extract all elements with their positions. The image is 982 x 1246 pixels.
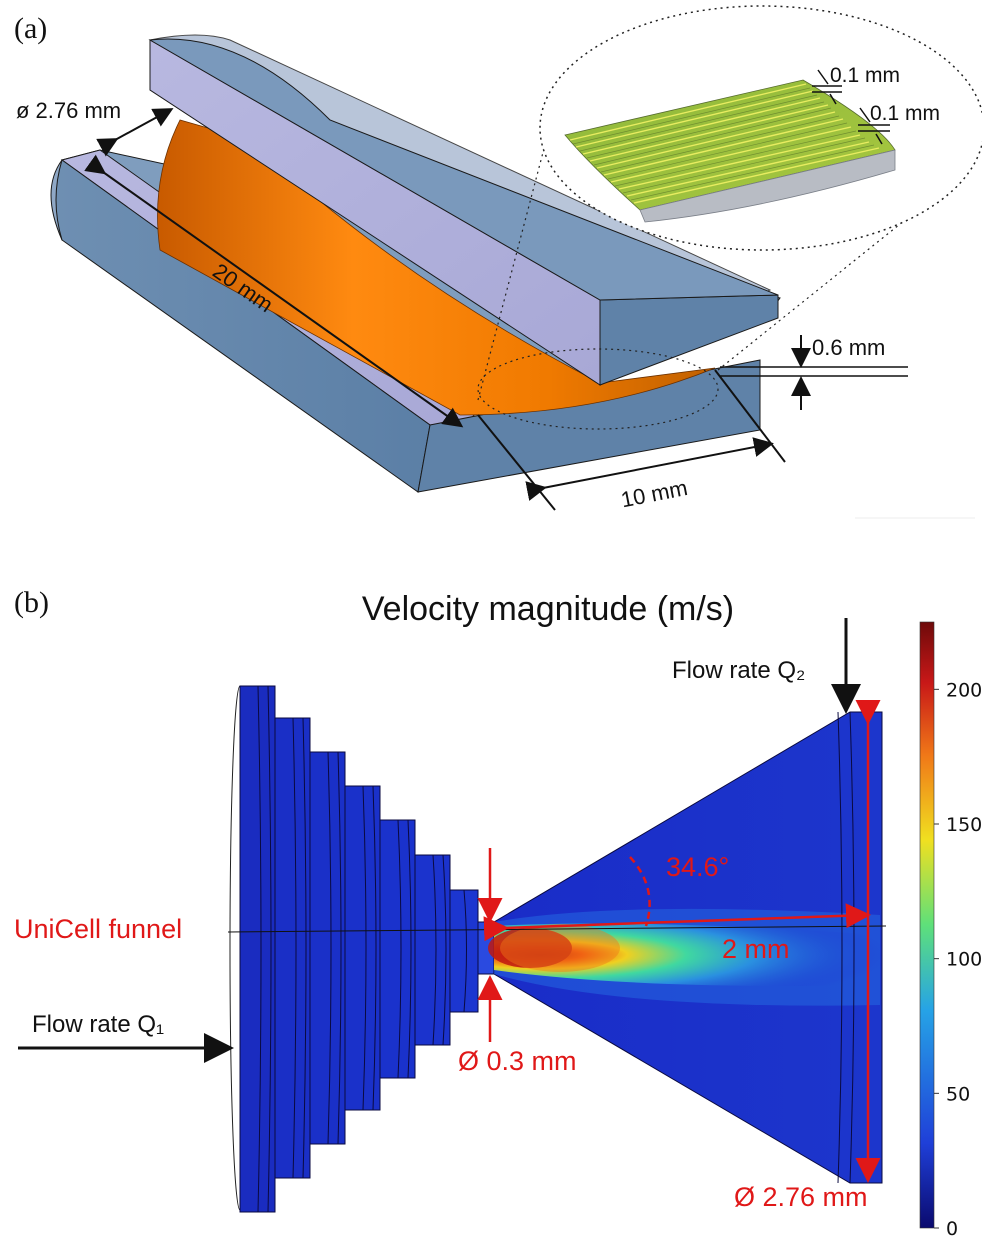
colorbar — [919, 621, 935, 1229]
zoom-guide-left — [477, 79, 563, 401]
colorbar-tick-label: 0 — [946, 1218, 958, 1240]
colorbar-tick-label: 50 — [946, 1083, 970, 1105]
zoom-source-ellipse — [477, 348, 719, 430]
panel-b-label: (b) — [14, 586, 49, 619]
panel-a: (a) 20 mm ø 2.76 mm — [14, 5, 982, 519]
gap-dimension-label: 0.6 mm — [812, 335, 885, 360]
outlet-cone — [488, 711, 883, 1184]
colorbar-tick-label: 100 — [946, 949, 982, 971]
width-dimension-label: 10 mm — [619, 475, 690, 512]
panel-a-label: (a) — [14, 12, 47, 45]
outlet-length-label: 2 mm — [722, 934, 790, 964]
angle-arc — [629, 856, 651, 927]
colorbar-ticks: 0 50 100 150 200 — [934, 679, 982, 1240]
inlet-1-label: Flow rate Q₁ — [32, 1011, 164, 1038]
layer-thickness-label-1: 0.1 mm — [830, 64, 900, 87]
layer-thickness-label-2: 0.1 mm — [870, 102, 940, 125]
width-dimension-line — [525, 437, 774, 501]
diameter-dimension-label: ø 2.76 mm — [16, 98, 121, 123]
outlet-diameter-label: Ø 2.76 mm — [734, 1182, 868, 1212]
diameter-dimension-line — [96, 108, 174, 157]
stepped-funnel — [229, 685, 495, 1213]
angle-label: 34.6° — [666, 852, 729, 882]
layered-sheet-detail — [564, 79, 896, 223]
colorbar-tick-label: 200 — [946, 679, 982, 701]
length-dimension-line — [84, 154, 464, 428]
funnel-label: UniCell funnel — [14, 914, 182, 944]
outlet-length-arrow — [483, 903, 871, 942]
layer-thickness-marker-1 — [812, 69, 842, 105]
throat-diameter-label: Ø 0.3 mm — [458, 1046, 577, 1076]
simulation-title: Velocity magnitude (m/s) — [362, 590, 734, 628]
panel-b: (b) Velocity magnitude (m/s) — [14, 586, 982, 1240]
inlet-2-label: Flow rate Q₂ — [672, 657, 805, 684]
colorbar-tick-label: 150 — [946, 814, 982, 836]
layer-thickness-marker-2 — [858, 107, 890, 145]
